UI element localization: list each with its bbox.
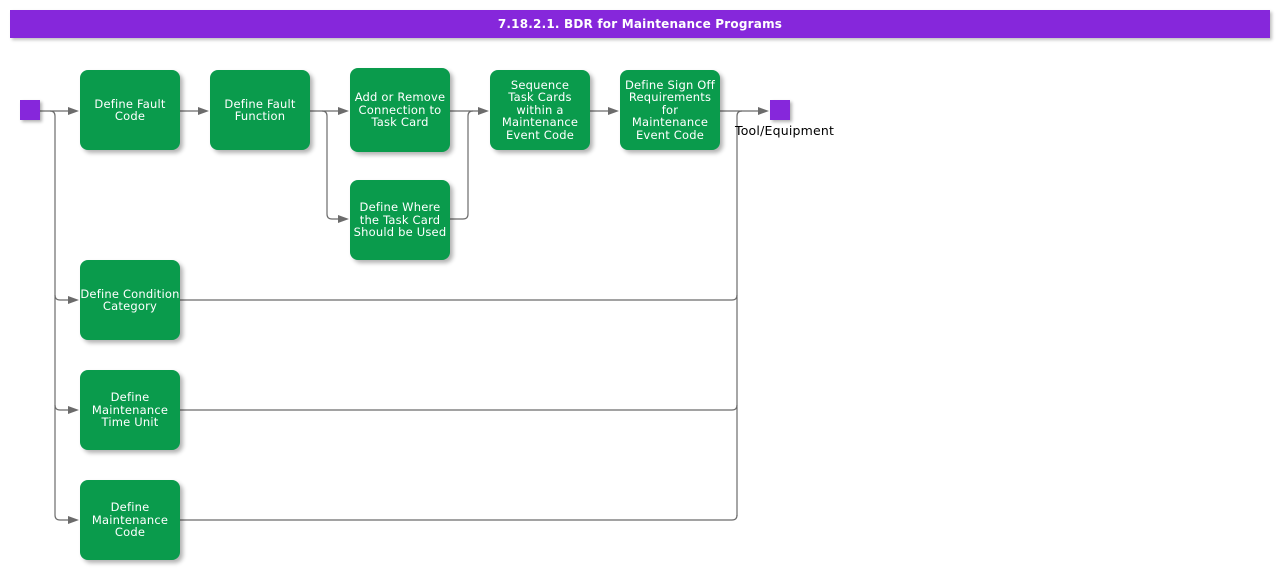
arrowhead [758, 107, 769, 115]
arrowhead [68, 406, 79, 414]
edge-right-rail [736, 110, 743, 516]
start-node [20, 100, 40, 120]
node-define-where-task-card-used: Define Where the Task Card Should be Use… [350, 180, 450, 260]
node-define-sign-off-requirements: Define Sign Off Requirements for Mainten… [620, 70, 720, 150]
edge-left-branch-condition-category [54, 294, 69, 301]
edge-left-branch-time-unit [54, 404, 69, 411]
arrowhead [608, 107, 619, 115]
diagram-title-bar: 7.18.2.1. BDR for Maintenance Programs [10, 10, 1270, 38]
arrowhead [68, 516, 79, 524]
arrowhead [68, 296, 79, 304]
tool-equipment-label: Tool/Equipment [735, 123, 835, 138]
diagram-title: 7.18.2.1. BDR for Maintenance Programs [497, 17, 783, 31]
edge-branch-to-define-where [321, 110, 339, 220]
arrowhead [198, 107, 209, 115]
node-define-fault-code: Define Fault Code [80, 70, 180, 150]
edge-condition-category-out [180, 294, 738, 301]
edge-left-rail [49, 110, 69, 521]
node-define-fault-function: Define Fault Function [210, 70, 310, 150]
arrowhead [478, 107, 489, 115]
node-add-or-remove-connection-to-task-card: Add or Remove Connection to Task Card [350, 68, 450, 152]
arrowhead [338, 215, 349, 223]
edge-maintenance-code-out [180, 514, 738, 521]
edge-time-unit-out [180, 404, 738, 411]
node-define-maintenance-code: Define Maintenance Code [80, 480, 180, 560]
node-sequence-task-cards: Sequence Task Cards within a Maintenance… [490, 70, 590, 150]
edge-define-where-return [450, 110, 474, 220]
node-define-maintenance-time-unit: Define Maintenance Time Unit [80, 370, 180, 450]
node-define-condition-category: Define Condition Category [80, 260, 180, 340]
end-node [770, 100, 790, 120]
arrowhead [68, 107, 79, 115]
arrowhead [338, 107, 349, 115]
